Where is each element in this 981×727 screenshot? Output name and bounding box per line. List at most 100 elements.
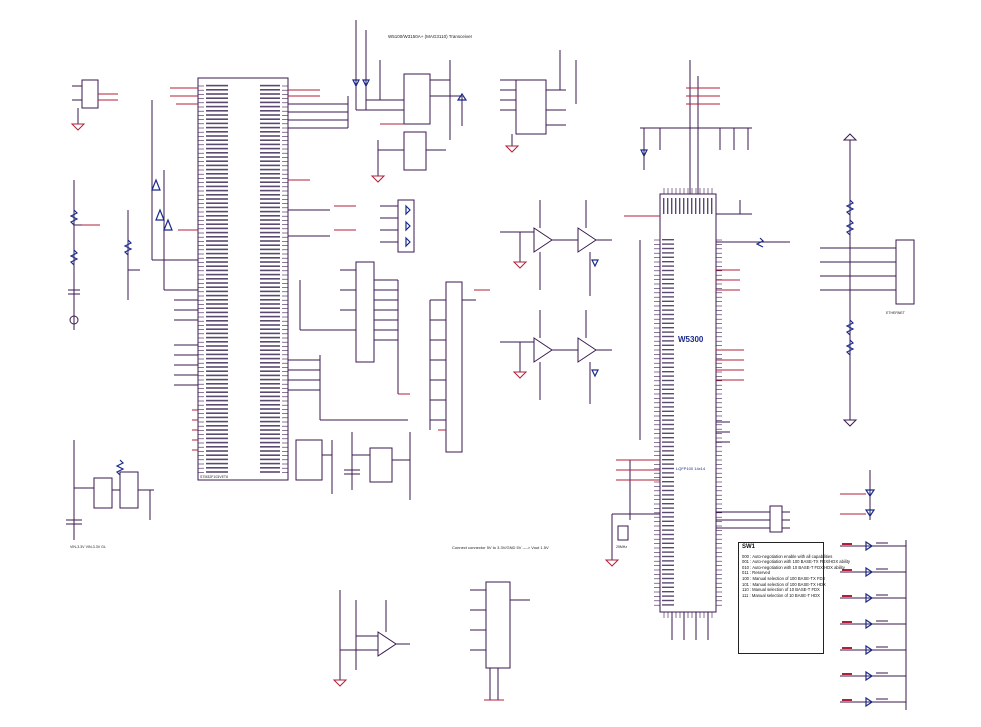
pin-label-mark <box>662 379 674 382</box>
pin-label-mark <box>662 247 674 250</box>
pin-label-mark <box>842 699 852 701</box>
pin-label-mark <box>667 198 669 214</box>
pin-label-mark <box>662 239 674 241</box>
pin-label-mark <box>260 458 280 461</box>
pin-label-mark <box>260 177 280 179</box>
pin-label-mark <box>206 210 228 213</box>
pin-label-mark <box>206 441 228 444</box>
pin-label-mark <box>260 257 280 259</box>
pin-label-mark <box>662 432 674 434</box>
pin-label-mark <box>662 529 674 531</box>
pin-label-mark <box>206 89 228 91</box>
pin-label-mark <box>662 516 674 518</box>
pin-label-mark <box>260 126 280 129</box>
pin-label-mark <box>662 322 674 324</box>
pin-label-mark <box>683 198 685 214</box>
pin-label-mark <box>260 307 280 309</box>
top-small-ic <box>500 50 577 153</box>
pin-label-mark <box>260 370 280 372</box>
pin-label-mark <box>662 305 674 307</box>
pin-label-mark <box>662 419 674 421</box>
pin-label-mark <box>206 198 228 200</box>
pin-label-mark <box>206 311 228 314</box>
pin-label-mark <box>206 114 228 116</box>
pin-label-mark <box>206 194 228 196</box>
mcu-left-nets <box>151 87 198 291</box>
led-diode <box>865 696 874 708</box>
pin-label-mark <box>206 370 228 372</box>
pin-label-mark <box>260 345 280 347</box>
pin-label-mark <box>206 286 228 288</box>
pin-label-mark <box>206 181 228 183</box>
pin-label-mark <box>260 244 280 246</box>
pin-label-mark <box>206 416 228 419</box>
pin-label-mark <box>206 429 228 431</box>
pin-label-mark <box>662 445 674 448</box>
pin-label-mark <box>260 236 280 238</box>
pin-label-mark <box>206 345 228 347</box>
pin-label-mark <box>206 122 228 125</box>
pin-label-mark <box>206 248 228 251</box>
pin-label-mark <box>260 429 280 431</box>
pin-label-mark <box>662 269 674 272</box>
pin-label-mark <box>206 420 228 423</box>
pin-label-mark <box>206 299 228 301</box>
pin-label-mark <box>662 591 674 593</box>
pin-label-mark <box>260 467 280 469</box>
pin-label-mark <box>662 560 674 562</box>
pin-label-mark <box>206 320 228 322</box>
pin-label-mark <box>662 401 674 404</box>
pin-label-mark <box>260 311 280 314</box>
pin-label-mark <box>260 454 280 456</box>
pin-label-mark <box>662 599 674 602</box>
pin-label-mark <box>662 349 674 351</box>
pin-label-mark <box>662 494 674 496</box>
pin-label-mark <box>206 97 228 99</box>
sw1-line: 011 : Reserved <box>742 570 771 576</box>
pin-label-mark <box>206 156 228 158</box>
pin-label-mark <box>260 135 280 137</box>
pin-label-mark <box>260 383 280 385</box>
pin-label-mark <box>206 315 228 318</box>
pin-label-mark <box>206 215 228 217</box>
pin-label-mark <box>260 349 280 351</box>
pin-label-mark <box>206 378 228 381</box>
pin-label-mark <box>206 353 228 356</box>
led-diode <box>865 670 874 682</box>
pin-label-mark <box>260 173 280 175</box>
pin-label-mark <box>206 101 228 104</box>
pin-label-mark <box>662 538 674 540</box>
pin-label-mark <box>662 498 674 500</box>
bottom-small-left-label: VIN-3.3V VIN-3.3V GL <box>70 545 106 549</box>
pin-label-mark <box>695 198 697 214</box>
pin-label-mark <box>842 621 852 623</box>
mcu-right-nets <box>288 89 408 421</box>
pin-label-mark <box>260 139 280 141</box>
pin-label-mark <box>662 331 674 333</box>
pin-label-mark <box>260 273 280 276</box>
pin-label-mark <box>260 425 280 427</box>
led-ladder <box>840 470 907 710</box>
pin-label-mark <box>206 467 228 469</box>
pin-label-mark <box>260 408 280 410</box>
pin-label-mark <box>662 459 674 461</box>
pin-label-mark <box>206 366 228 368</box>
pin-label-mark <box>662 604 674 606</box>
led-diode <box>865 644 874 656</box>
pin-label-mark <box>206 303 228 305</box>
pin-label-mark <box>711 198 713 214</box>
pin-label-mark <box>260 89 280 91</box>
led-group <box>334 199 415 253</box>
pin-label-mark <box>260 320 280 322</box>
pin-label-mark <box>260 147 280 150</box>
pin-label-mark <box>260 374 280 377</box>
pin-label-mark <box>206 454 228 456</box>
pin-label-mark <box>206 357 228 360</box>
pin-label-mark <box>662 586 674 588</box>
bottom-opamp <box>332 590 410 687</box>
pin-label-mark <box>662 547 674 549</box>
w5300-right-nets <box>671 269 790 640</box>
pin-label-mark <box>662 582 674 584</box>
pin-label-mark <box>260 110 280 112</box>
buffer-ic-2 <box>429 281 490 453</box>
